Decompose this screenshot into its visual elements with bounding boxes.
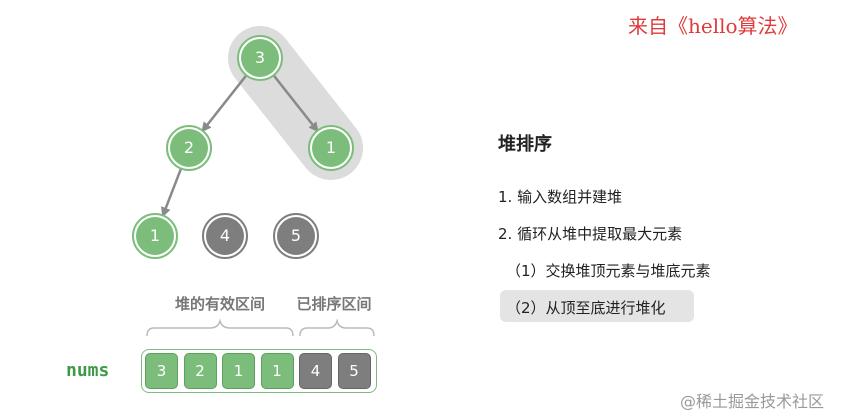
nums-label: nums xyxy=(66,360,110,381)
step-2: 2. 循环从堆中提取最大元素 xyxy=(498,225,683,243)
heap-region-label: 堆的有效区间 xyxy=(174,295,266,313)
substep-1: （1）交换堆顶元素与堆底元素 xyxy=(506,262,711,280)
array-cell: 4 xyxy=(299,353,332,389)
watermark: @稀土掘金技术社区 xyxy=(680,392,825,411)
tree-node-root: 3 xyxy=(237,35,283,81)
tree-node-circle-right xyxy=(312,129,350,167)
source-note: 来自《hello算法》 xyxy=(628,14,798,38)
sorted-region-brace xyxy=(299,318,375,337)
array-cell: 1 xyxy=(222,353,255,389)
array-cell: 1 xyxy=(260,353,294,389)
edge-root-right xyxy=(270,72,319,133)
tree-node-circle-left xyxy=(170,129,208,167)
active-substep-highlight xyxy=(500,290,694,322)
tree-node-value-sorted-a: 4 xyxy=(220,226,230,245)
tree-node-value-left-left: 1 xyxy=(150,226,160,245)
region-braces xyxy=(146,318,375,337)
edge-left-left-left xyxy=(161,165,184,218)
step-1: 1. 输入数组并建堆 xyxy=(498,188,623,206)
tree-node-circle-left-left xyxy=(136,217,174,255)
heap-tree: 3 2 1 1 4 5 xyxy=(132,25,364,259)
heap-region-brace xyxy=(146,318,294,337)
tree-node-circle-sorted-a xyxy=(206,217,244,255)
tree-node-left: 2 xyxy=(166,125,212,171)
tree-node-value-root: 3 xyxy=(255,48,265,67)
tree-node-value-right: 1 xyxy=(326,138,336,157)
tree-node-value-sorted-b: 5 xyxy=(291,226,301,245)
tree-node-circle-root xyxy=(241,39,279,77)
edge-root-left xyxy=(201,72,250,133)
tree-node-value-left: 2 xyxy=(184,138,194,157)
tree-node-sorted-a: 4 xyxy=(202,213,248,259)
panel-title: 堆排序 xyxy=(498,134,552,155)
tree-node-right: 1 xyxy=(308,125,354,171)
tree-node-sorted-b: 5 xyxy=(273,213,319,259)
sorted-region-label: 已排序区间 xyxy=(296,295,372,313)
array-frame xyxy=(141,349,377,393)
array-cell: 2 xyxy=(183,353,217,389)
tree-node-left-left: 1 xyxy=(132,213,178,259)
tree-node-circle-sorted-b xyxy=(277,217,315,255)
substep-2: （2）从顶至底进行堆化 xyxy=(506,299,666,317)
array-cell: 3 xyxy=(145,353,178,389)
array-cell: 5 xyxy=(337,353,371,389)
